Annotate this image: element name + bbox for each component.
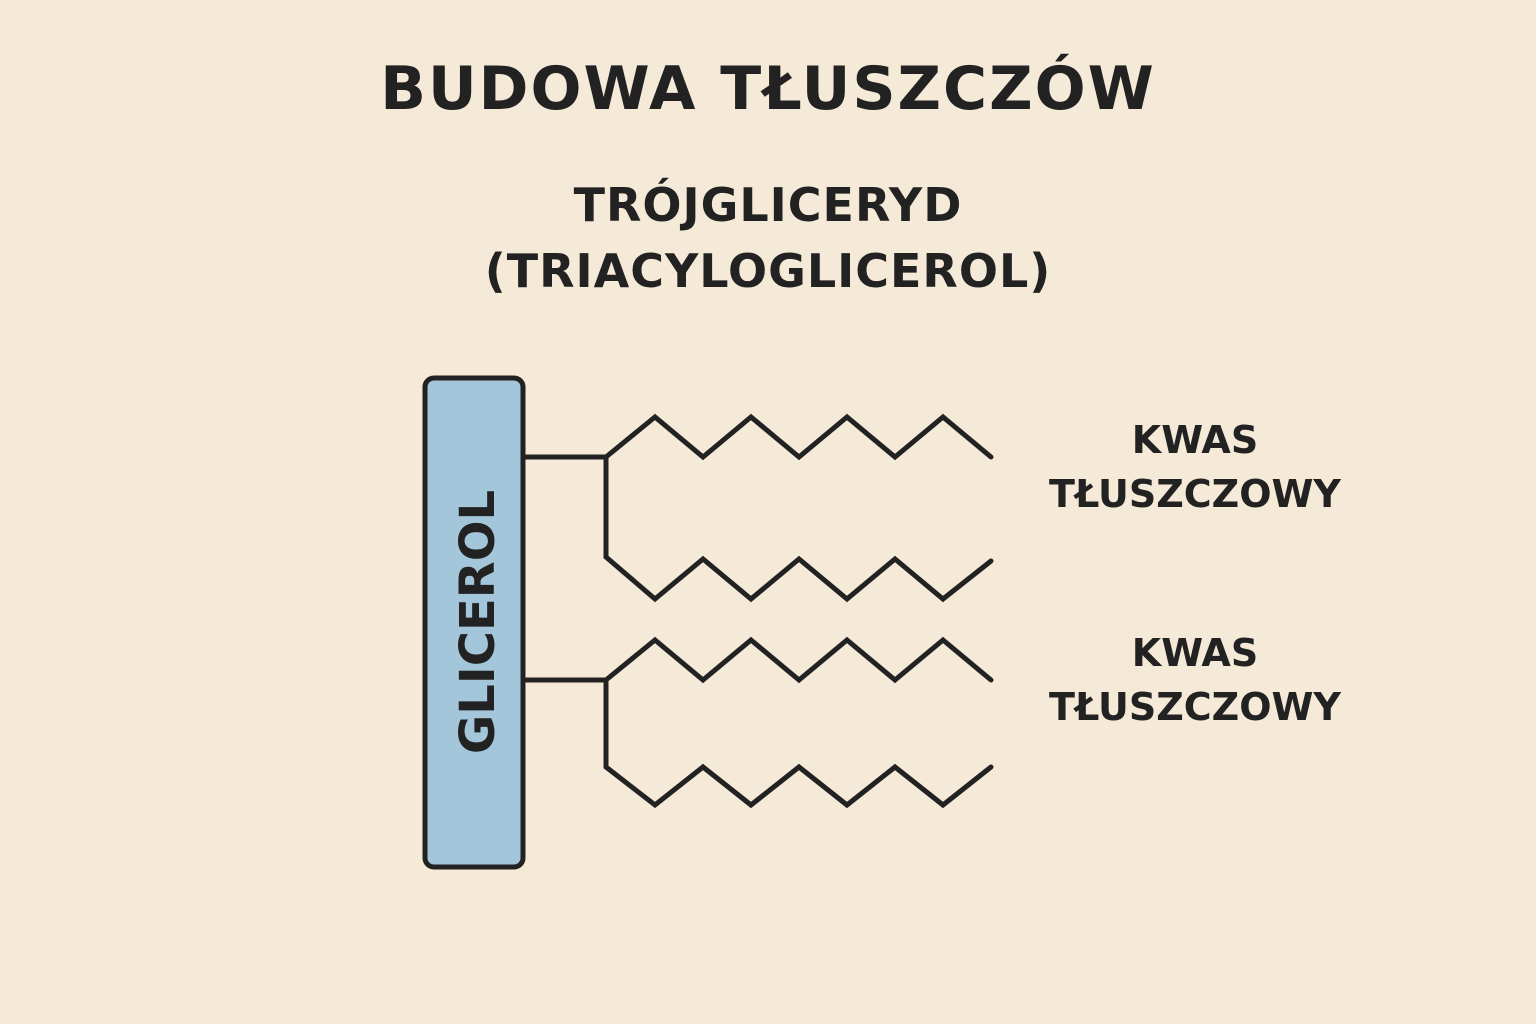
fatty-acid-chain-1: [603, 413, 994, 461]
subtitle-line2: (TRIACYLOGLICEROL): [484, 244, 1052, 298]
fatty-acid-chain-2: [603, 554, 994, 603]
fatty-acid-label-2: KWAS TŁUSZCZOWY: [1020, 626, 1370, 734]
subtitle-line1: TRÓJGLICERYD: [573, 178, 963, 232]
label-line2: TŁUSZCZOWY: [1049, 685, 1341, 729]
label-line1: KWAS: [1131, 631, 1259, 675]
fatty-acid-label-1: KWAS TŁUSZCZOWY: [1020, 413, 1370, 521]
diagram-title: BUDOWA TŁUSZCZÓW: [380, 54, 1156, 124]
glycerol-box: [422, 375, 526, 870]
glycerol-label: GLICEROL: [450, 490, 506, 754]
fatty-acid-chain-3: [603, 636, 994, 684]
ester-bond-2: [520, 677, 609, 770]
fatty-acid-chain-4: [603, 763, 994, 809]
ester-bond-1: [520, 454, 609, 560]
label-line1: KWAS: [1131, 418, 1259, 462]
label-line2: TŁUSZCZOWY: [1049, 472, 1341, 516]
